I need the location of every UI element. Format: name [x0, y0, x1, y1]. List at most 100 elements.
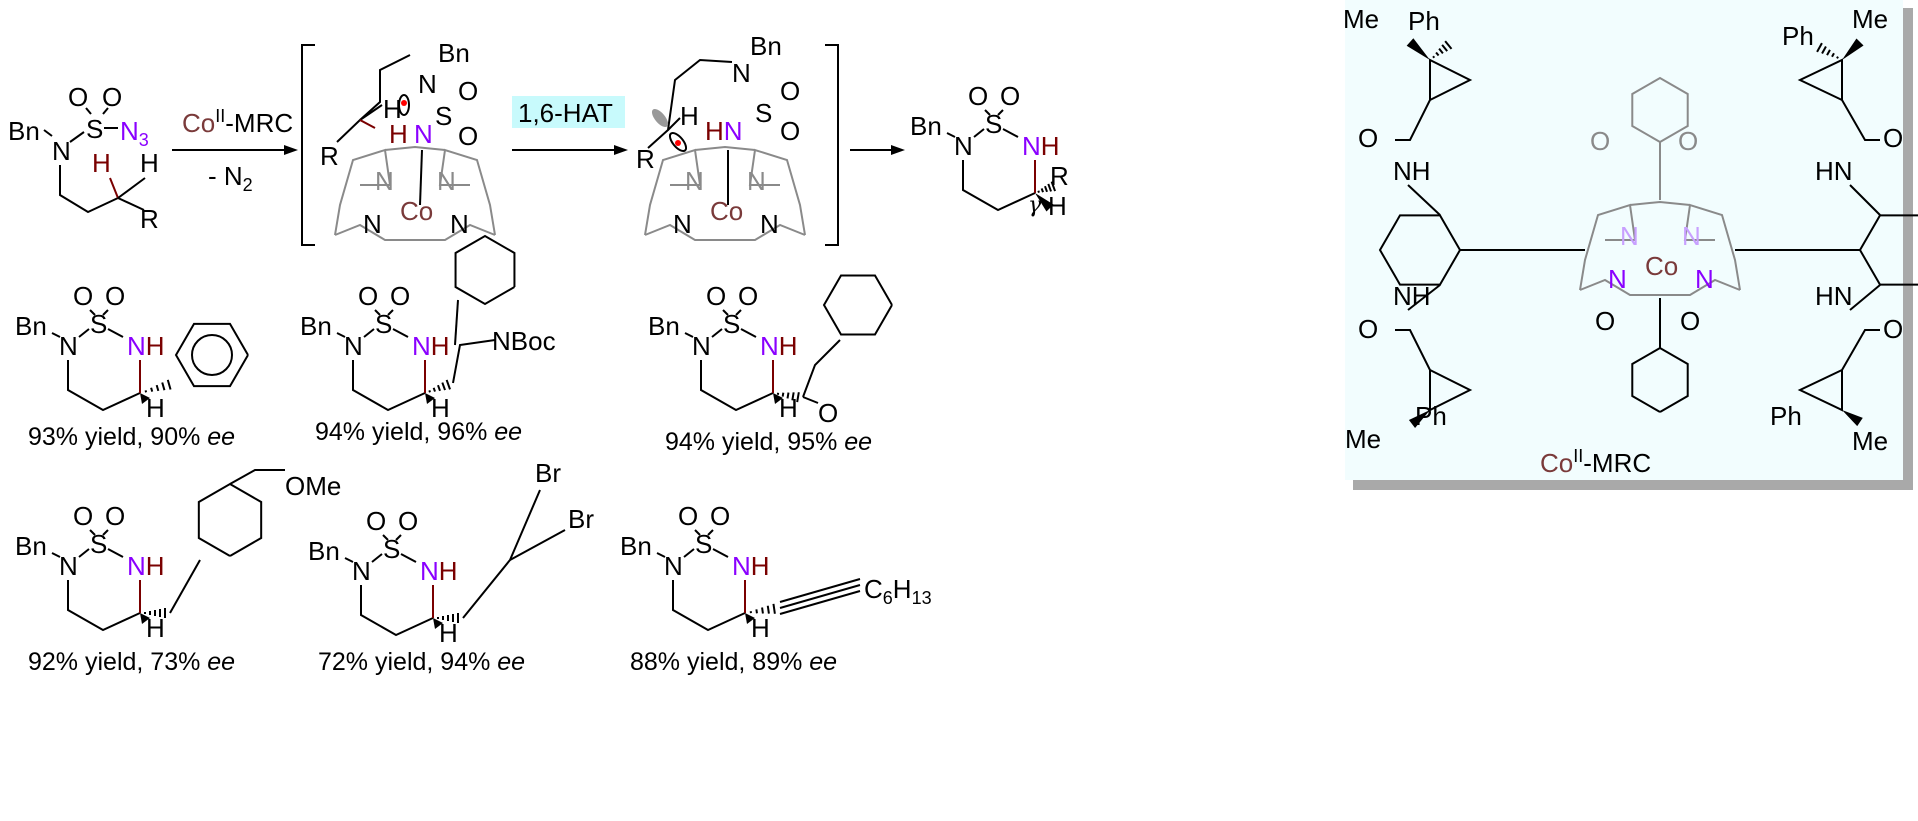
h-atom-label: H [146, 393, 165, 423]
porphyrin-n-label: N [1682, 221, 1701, 251]
bromo-label: Br [535, 458, 561, 488]
nh-label: NH [732, 551, 770, 581]
methoxy-o-label: O [1680, 306, 1700, 336]
hashed-bond [749, 603, 776, 614]
oxygen-label: O [738, 281, 758, 311]
sulfur-label: S [383, 534, 400, 564]
nitrogen-label: N [344, 331, 363, 361]
oxygen-label: O [780, 116, 800, 146]
methyl-label: Me [1852, 426, 1888, 456]
oxygen-label: O [706, 281, 726, 311]
benzyl-label: Bn [15, 531, 47, 561]
yield-label: 72% yield, 94% ee [318, 648, 525, 676]
porphyrin-n-label: N [673, 209, 692, 239]
catalyst-caption-part: -MRC [1583, 448, 1651, 478]
nh-label-part: N [127, 331, 146, 361]
hashed-bond [1816, 42, 1839, 59]
h-atom-label: H [1048, 191, 1067, 221]
oxygen-label: O [68, 82, 88, 112]
nh-label-part: H [779, 331, 798, 361]
hexyl-label-part: 13 [912, 588, 932, 608]
methyl-label: Me [1852, 4, 1888, 34]
cobalt-label: Co [400, 196, 433, 226]
yield-label-part: 93% yield, 90% [28, 423, 207, 451]
benzyl-label: Bn [438, 38, 470, 68]
yield-label-part: ee [207, 648, 235, 676]
nh-label-part: N [732, 551, 751, 581]
yield-label-part: 88% yield, 89% [630, 648, 809, 676]
sulfur-label: S [695, 529, 712, 559]
oxygen-label: O [105, 281, 125, 311]
p-orbital-lobe [668, 131, 688, 153]
wedge-bond [1035, 193, 1054, 212]
nitrogen-label: N [692, 331, 711, 361]
nitrogen-loss-label-part: - N [208, 161, 243, 191]
nh-label: NH [1022, 131, 1060, 161]
benzyl-label: Bn [750, 31, 782, 61]
h-atom-label: H [680, 101, 699, 131]
hat-label: 1,6-HAT [518, 98, 613, 128]
nh-label-part: H [1041, 131, 1060, 161]
wedge-bond [425, 393, 435, 404]
nitrogen-label: N [59, 551, 78, 581]
benzyl-label: Bn [308, 536, 340, 566]
nh-label-part: H [431, 331, 450, 361]
porphyrin-n-label: N [1695, 264, 1714, 294]
hashed-bond [1037, 181, 1056, 193]
azide-label: N3 [120, 116, 149, 150]
nh-label: NH [760, 331, 798, 361]
h-atom-label: H [140, 148, 159, 178]
amide-hn-label: HN [1815, 281, 1853, 311]
nitrogen-loss-label: - N2 [208, 161, 253, 195]
yield-label-part: 72% yield, 94% [318, 648, 497, 676]
nh-label: NH [420, 556, 458, 586]
oxygen-label: O [102, 82, 122, 112]
nh-label-part: N [127, 551, 146, 581]
benzyl-label: Bn [15, 311, 47, 341]
porphyrin-n-label: N [450, 209, 469, 239]
hashed-bond [144, 379, 172, 393]
oxygen-label: O [73, 281, 93, 311]
hashed-bond [776, 392, 800, 403]
nitrene-n-label: N [414, 119, 433, 149]
hashed-bond [437, 613, 459, 623]
porphyrin-n-label: N [375, 166, 394, 196]
methoxy-o-label: O [1590, 126, 1610, 156]
radical-dot [675, 140, 681, 146]
oxygen-label: O [710, 501, 730, 531]
nitrogen-label: N [732, 58, 751, 88]
sulfur-label: S [90, 309, 107, 339]
phenyl-label: Ph [1770, 401, 1802, 431]
nitrogen-label: N [418, 69, 437, 99]
nh-label-part: H [439, 556, 458, 586]
wedge-bond [1842, 410, 1863, 427]
reaction-arrow-3 [850, 145, 905, 155]
oxygen-label: O [358, 281, 378, 311]
yield-label-part: 94% yield, 95% [665, 428, 844, 456]
nh-label: NH [127, 551, 165, 581]
hashed-bond [428, 379, 451, 393]
yield-label: 94% yield, 95% ee [665, 428, 872, 456]
porphyrin-n-label: N [747, 166, 766, 196]
orbital-lobe [398, 94, 410, 116]
sulfur-label: S [86, 114, 103, 144]
sulfur-label: S [985, 109, 1002, 139]
h-atom-label: H [92, 148, 111, 178]
yield-label: 93% yield, 90% ee [28, 423, 235, 451]
hn-label: HN [705, 116, 743, 146]
porphyrin-n-label: N [685, 166, 704, 196]
nitrogen-label: N [664, 551, 683, 581]
azide-label-part: 3 [139, 130, 149, 150]
nh-label-part: N [420, 556, 439, 586]
phenyl-label: Ph [1415, 401, 1447, 431]
porphyrin-n-label: N [363, 209, 382, 239]
benzyl-label: Bn [648, 311, 680, 341]
wedge-bond [773, 393, 783, 404]
r-group-label: R [1050, 161, 1069, 191]
